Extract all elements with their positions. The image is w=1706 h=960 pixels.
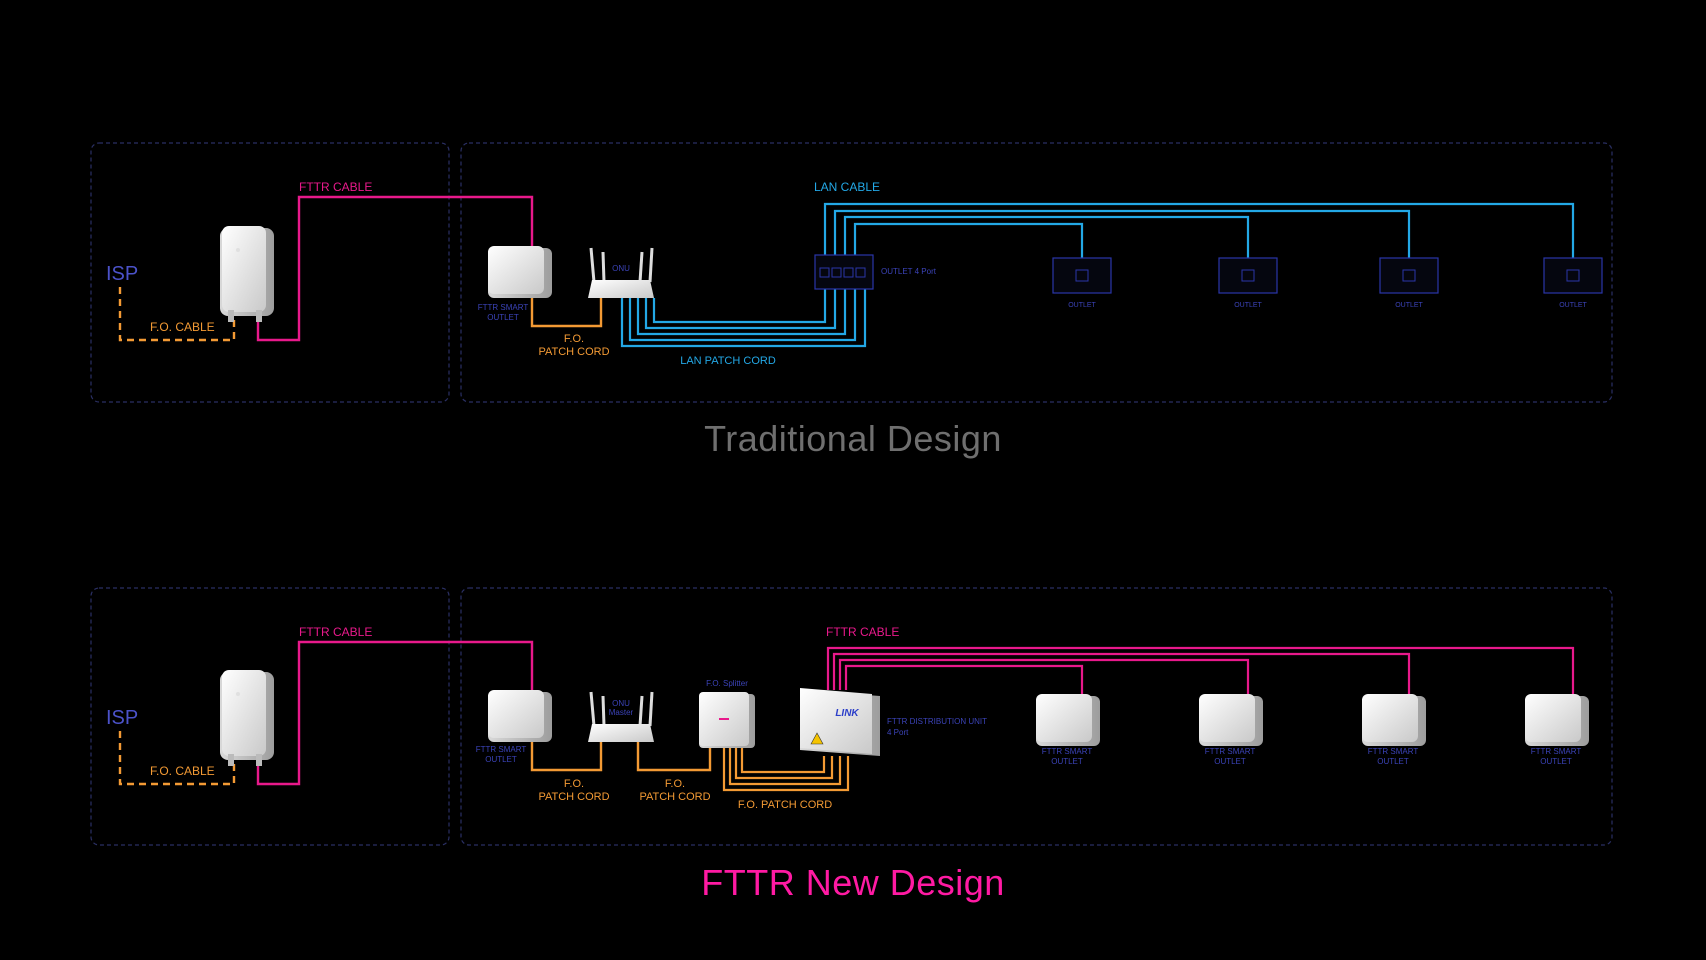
fo-patch-cord-line-new-1 [530,742,603,772]
remote-outlet-2-label-1: FTTR SMART [1205,747,1256,756]
wall-outlet-label-2: OUTLET [1234,302,1262,309]
distribution-unit-device: LINK [800,688,880,756]
onu-label: ONU [612,264,630,273]
traditional-isp-frame [90,142,450,403]
onu-master-device [588,691,654,742]
wall-outlet-2 [1218,257,1278,294]
remote-smart-outlet-4 [1525,694,1589,746]
fo-cable-label-new: F.O. CABLE [150,764,215,778]
fo-patch-cord-1-label-1: F.O. [564,778,584,790]
new-design-section: ISP F.O. CABLE FTTR CABLE FTTR SMART OUT… [90,587,1613,846]
fo-patch-cord-bottom-label: F.O. PATCH CORD [738,799,832,811]
remote-outlet-1-label-2: OUTLET [1051,757,1083,766]
fo-patch-cord-line [530,298,603,328]
warning-icon [810,732,824,745]
wall-outlet-label-1: OUTLET [1068,302,1096,309]
fttr-cable-lines-remote [826,646,1575,700]
distribution-unit-logo: LINK [835,708,859,719]
fttr-cable-line-new [256,640,534,786]
isp-terminal-device [220,226,274,322]
traditional-section: ISP F.O. CABLE FTTR CABLE FTTR SMART OUT… [90,142,1613,403]
fo-patch-cord-label-2: PATCH CORD [538,346,609,358]
isp-label-new: ISP [106,707,138,729]
fo-patch-cord-label-1: F.O. [564,333,584,345]
wall-outlet-label-4: OUTLET [1559,302,1587,309]
smart-outlet-label-2: OUTLET [487,313,519,322]
wall-outlet-label-3: OUTLET [1395,302,1423,309]
remote-outlet-3-label-2: OUTLET [1377,757,1409,766]
fo-cable-label: F.O. CABLE [150,320,215,334]
fo-cable-line [118,287,236,342]
smart-outlet-device [488,246,552,298]
fttr-cable-label-new-right: FTTR CABLE [826,625,899,639]
isp-terminal-device-new [220,670,274,766]
fo-patch-cord-2-label-1: F.O. [665,778,685,790]
smart-outlet-device-new [488,690,552,742]
fo-patch-cord-lines-bottom [722,748,850,792]
remote-smart-outlet-1 [1036,694,1100,746]
onu-master-label-1: ONU [612,699,630,708]
smart-outlet-label-new-2: OUTLET [485,755,517,764]
remote-outlet-1-label-1: FTTR SMART [1042,747,1093,756]
fttr-new-design-title: FTTR New Design [701,862,1005,903]
fo-splitter-device [699,692,755,748]
new-isp-frame [90,587,450,846]
remote-outlet-4-label-2: OUTLET [1540,757,1572,766]
fttr-cable-label: FTTR CABLE [299,180,372,194]
distribution-unit-label-1: FTTR DISTRIBUTION UNIT [887,717,987,726]
smart-outlet-label-1: FTTR SMART [478,303,529,312]
fttr-cable-label-new-left: FTTR CABLE [299,625,372,639]
wall-outlet-1 [1052,257,1112,294]
remote-outlet-4-label-1: FTTR SMART [1531,747,1582,756]
lan-patch-cord-lines [620,268,867,348]
remote-outlet-3-label-1: FTTR SMART [1368,747,1419,756]
wall-outlet-3 [1379,257,1439,294]
fo-patch-cord-line-new-2 [636,742,712,772]
fo-patch-cord-2-label-2: PATCH CORD [639,791,710,803]
fttr-cable-line [256,195,534,342]
remote-outlet-2-label-2: OUTLET [1214,757,1246,766]
onu-master-label-2: Master [609,708,634,717]
smart-outlet-label-new-1: FTTR SMART [476,745,527,754]
outlet-4port-label: OUTLET 4 Port [881,267,937,276]
lan-cable-label: LAN CABLE [814,180,880,194]
lan-cable-lines [823,202,1575,258]
fo-patch-cord-1-label-2: PATCH CORD [538,791,609,803]
outlet-4port-box [814,254,874,290]
fo-splitter-label: F.O. Splitter [706,679,748,688]
traditional-design-title: Traditional Design [704,418,1002,459]
wall-outlet-4 [1543,257,1603,294]
remote-smart-outlet-3 [1362,694,1426,746]
new-home-frame [460,587,1613,846]
onu-router-device [588,247,654,298]
traditional-home-frame [460,142,1613,403]
lan-patch-cord-label: LAN PATCH CORD [680,355,776,367]
distribution-unit-label-2: 4 Port [887,728,909,737]
fo-cable-line-new [118,731,236,786]
isp-label: ISP [106,263,138,285]
remote-smart-outlet-2 [1199,694,1263,746]
